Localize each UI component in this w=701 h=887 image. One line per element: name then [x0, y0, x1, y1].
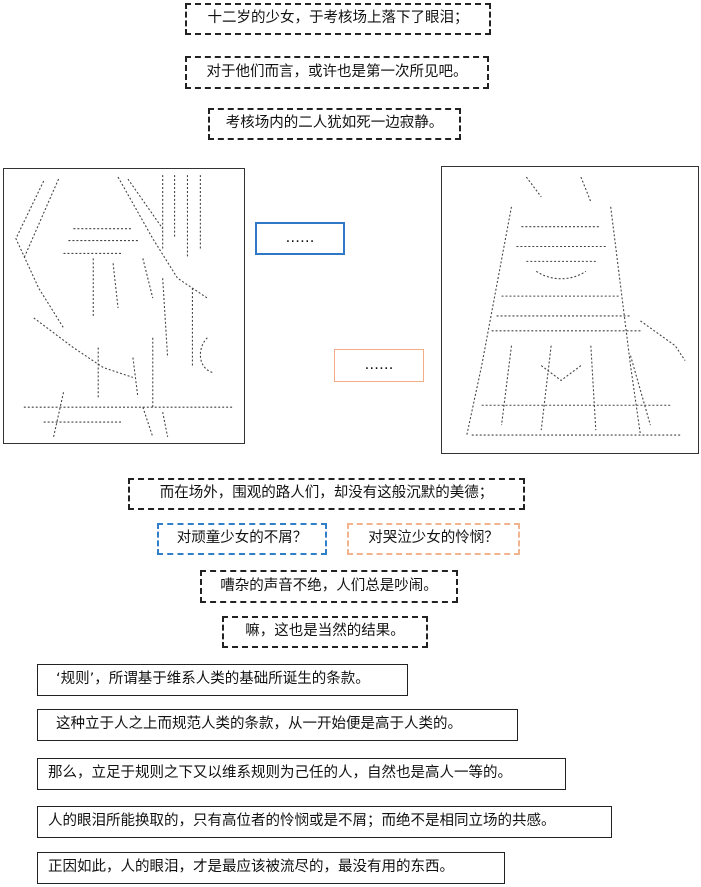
rule-text-2: 这种立于人之上而规范人类的条款，从一开始便是高于人类的。: [56, 716, 462, 733]
rule-text-1: ‘规则’，所谓基于维系人类的基础所诞生的条款。: [56, 671, 370, 688]
rule-text-3: 那么，立足于规则之下又以维系规则为己任的人，自然也是高人一等的。: [48, 765, 512, 782]
rule-box-5: 正因如此，人的眼泪，才是最应该被流尽的，最没有用的东西。: [37, 852, 505, 884]
question-text-orange: 对哭泣少女的怜悯？: [368, 530, 499, 547]
rule-text-4: 人的眼泪所能换取的，只有高位者的怜悯或是不屑；而绝不是相同立场的共感。: [48, 813, 556, 830]
rule-box-4: 人的眼泪所能换取的，只有高位者的怜悯或是不屑；而绝不是相同立场的共感。: [37, 806, 612, 838]
narration-text-2: 对于他们而言，或许也是第一次所见吧。: [206, 63, 468, 80]
narration-box-4: 而在场外，围观的路人们，却没有这般沉默的美德；: [128, 478, 525, 510]
question-box-blue: 对顽童少女的不屑？: [157, 523, 327, 555]
narration-box-2: 对于他们而言，或许也是第一次所见吧。: [185, 56, 489, 89]
rule-box-1: ‘规则’，所谓基于维系人类的基础所诞生的条款。: [37, 664, 408, 696]
ascii-art-girl-standing: [466, 176, 686, 436]
ascii-art-girl-crying: [15, 175, 233, 438]
question-text-blue: 对顽童少女的不屑？: [176, 530, 308, 547]
narration-text-5: 嘈杂的声音不绝，人们总是吵闹。: [220, 577, 438, 594]
speech-text-orange: ……: [364, 356, 394, 373]
speech-text-blue: ……: [285, 229, 315, 246]
ascii-art-panel-right: [441, 166, 699, 454]
question-box-orange: 对哭泣少女的怜悯？: [347, 523, 520, 555]
speech-box-orange: ……: [334, 349, 424, 382]
ascii-art-panel-left: [3, 168, 245, 444]
narration-box-6: 嘛，这也是当然的结果。: [222, 616, 428, 648]
narration-box-1: 十二岁的少女，于考核场上落下了眼泪；: [185, 3, 491, 35]
narration-text-3: 考核场内的二人犹如死一边寂静。: [225, 115, 444, 132]
rule-box-3: 那么，立足于规则之下又以维系规则为己任的人，自然也是高人一等的。: [37, 758, 566, 790]
rule-box-2: 这种立于人之上而规范人类的条款，从一开始便是高于人类的。: [37, 709, 518, 741]
narration-box-3: 考核场内的二人犹如死一边寂静。: [208, 108, 461, 140]
narration-text-6: 嘛，这也是当然的结果。: [245, 623, 405, 640]
narration-text-4: 而在场外，围观的路人们，却没有这般沉默的美德；: [159, 485, 494, 502]
speech-box-blue: ……: [255, 222, 345, 255]
narration-box-5: 嘈杂的声音不绝，人们总是吵闹。: [200, 570, 458, 603]
narration-text-1: 十二岁的少女，于考核场上落下了眼泪；: [207, 10, 469, 27]
rule-text-5: 正因如此，人的眼泪，才是最应该被流尽的，最没有用的东西。: [48, 859, 454, 876]
